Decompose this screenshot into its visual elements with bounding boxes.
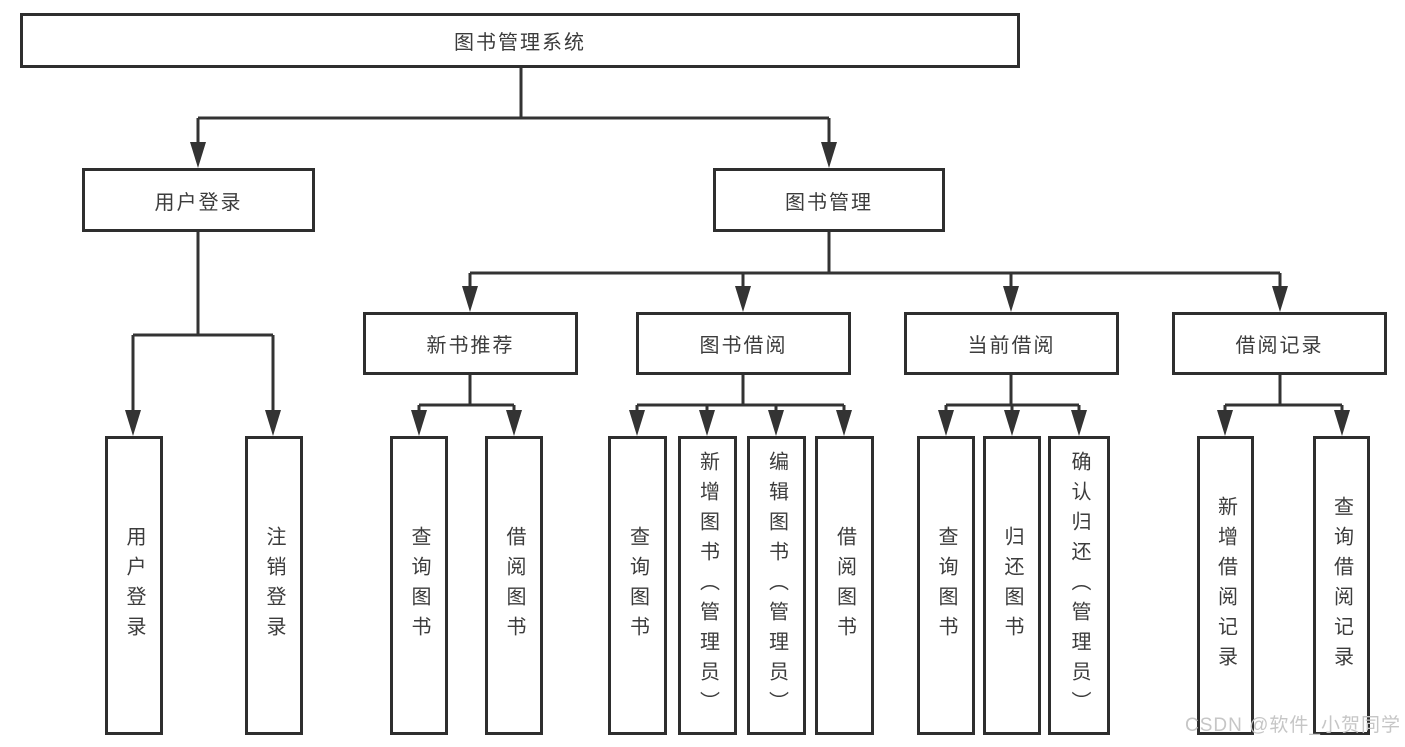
branch-current-borrow — [938, 375, 1087, 436]
node-new-book-recommendation: 新书推荐 — [363, 312, 578, 375]
branch-root — [190, 68, 837, 168]
branch-user-login — [125, 232, 281, 436]
leaf-logout: 注销登录 — [245, 436, 303, 735]
leaf-query-borrow-record: 查询借阅记录 — [1313, 436, 1370, 735]
node-book-borrowing: 图书借阅 — [636, 312, 851, 375]
branch-borrow-records — [1217, 375, 1350, 436]
node-current-borrowing: 当前借阅 — [904, 312, 1119, 375]
leaf-add-borrow-record: 新增借阅记录 — [1197, 436, 1254, 735]
node-root: 图书管理系统 — [20, 13, 1020, 68]
leaf-edit-book-admin: 编辑图书（管理员） — [747, 436, 806, 735]
leaf-borrow-books: 借阅图书 — [815, 436, 874, 735]
branch-new-books — [411, 375, 522, 436]
leaf-borrow-books-recommend: 借阅图书 — [485, 436, 543, 735]
watermark: CSDN @软件_小贺同学 — [1185, 715, 1401, 736]
leaf-confirm-return-admin: 确认归还（管理员） — [1048, 436, 1110, 735]
leaf-add-book-admin: 新增图书（管理员） — [678, 436, 737, 735]
leaf-query-books-current: 查询图书 — [917, 436, 975, 735]
node-book-management: 图书管理 — [713, 168, 945, 232]
node-borrowing-records: 借阅记录 — [1172, 312, 1387, 375]
branch-book-borrow — [629, 375, 852, 436]
branch-book-management — [462, 232, 1288, 312]
leaf-return-books: 归还图书 — [983, 436, 1041, 735]
leaf-user-login: 用户登录 — [105, 436, 163, 735]
node-user-login: 用户登录 — [82, 168, 315, 232]
leaf-query-books-recommend: 查询图书 — [390, 436, 448, 735]
leaf-query-books-borrow: 查询图书 — [608, 436, 667, 735]
